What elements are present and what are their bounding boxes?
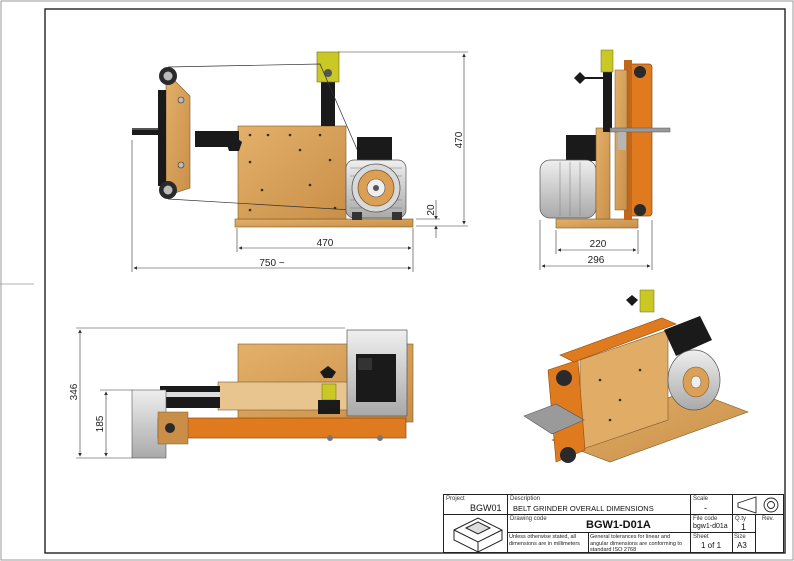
sheet-caption: Sheet [693,534,709,540]
scale-value: - [704,503,707,513]
scale-caption: Scale [693,496,709,502]
qty-caption: Q.ty [735,516,747,522]
iso-view [523,289,749,463]
dim-front-base-width: 470 [317,238,334,249]
qty-value: 1 [741,522,747,532]
dim-front-overall-width: 750 ~ [259,258,284,269]
file-code-caption: File code [693,516,718,522]
description-value: BELT GRINDER OVERALL DIMENSIONS [513,504,654,513]
sheet-value: 1 of 1 [701,541,722,550]
drawing-code-value: BGW1-D01A [586,519,651,531]
dim-front-height: 470 [454,131,465,148]
top-dimensions [76,327,345,459]
file-code-value: bgw1-d01a [693,523,728,530]
top-view [131,329,414,459]
note-right: General tolerances for linear and angula… [590,534,683,553]
dim-top-table-depth: 185 [95,415,106,432]
project-caption: Project [446,496,465,502]
side-view [539,49,671,229]
front-view [132,51,414,228]
side-dimensions [539,220,653,270]
drawing-code-caption: Drawing code [510,516,547,522]
size-value: A3 [737,541,747,550]
note-left: Unless otherwise stated, all dimensions … [509,534,580,547]
drawing-border [44,8,786,554]
rev-caption: Rev. [762,516,774,522]
front-dimensions [131,51,468,272]
dim-front-base-height: 20 [426,204,437,216]
projection-cell [732,494,784,515]
size-cell [732,532,756,553]
dim-top-overall-depth: 346 [69,383,80,400]
logo-cell [443,514,508,553]
projection-symbol-icon [737,496,779,514]
company-logo [453,517,503,553]
size-caption: Size [734,534,746,540]
dim-side-overall-width: 296 [588,255,605,266]
dim-side-base-width: 220 [590,239,607,250]
project-value: BGW01 [470,503,502,513]
description-caption: Description [510,496,541,502]
